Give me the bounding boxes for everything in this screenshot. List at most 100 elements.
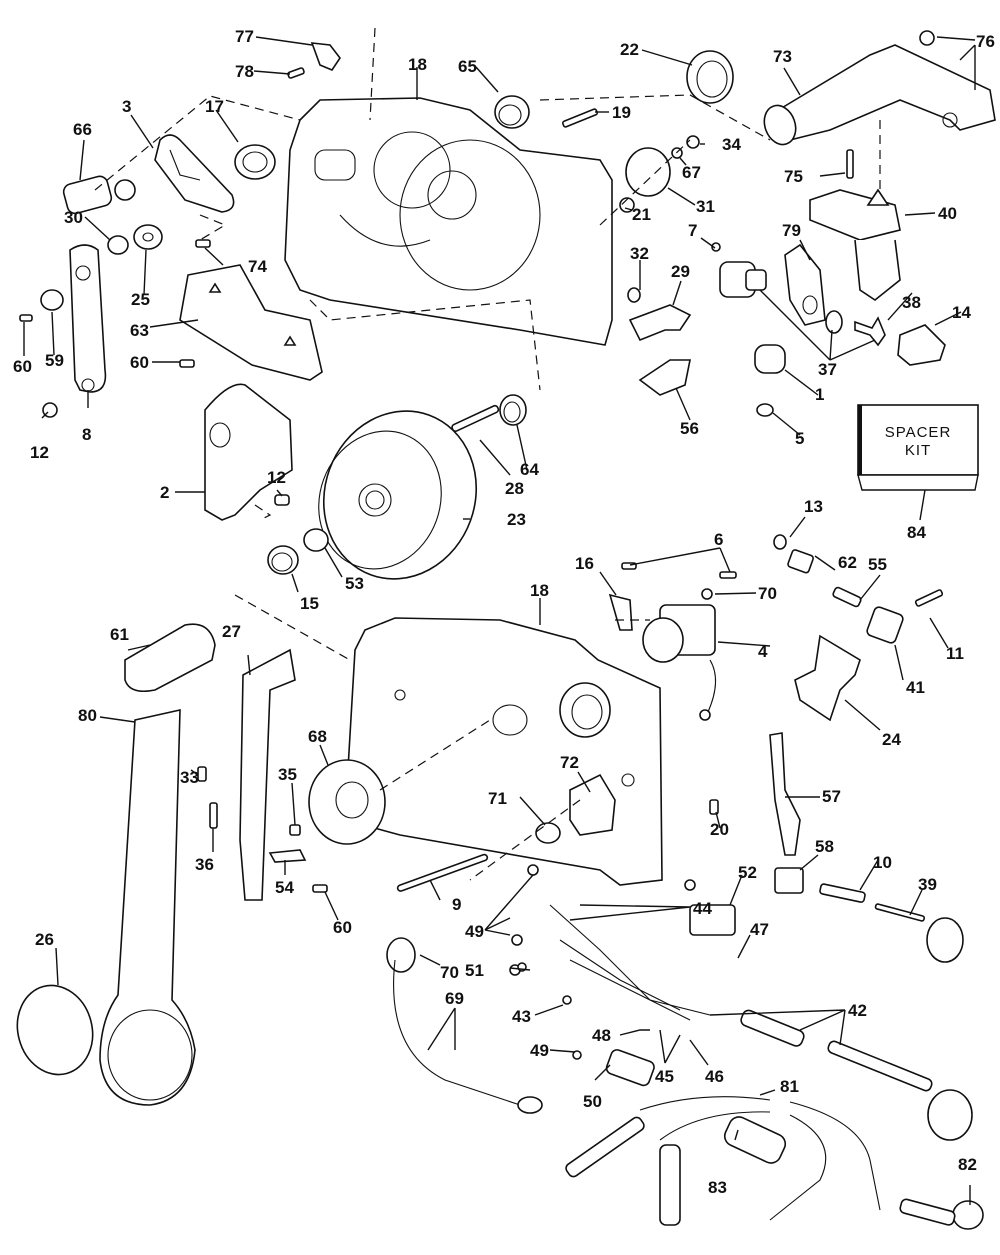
terminal-82 <box>899 1198 984 1230</box>
spacer-kit-line1: SPACER <box>885 424 952 441</box>
callout-70-a: 70 <box>758 584 777 603</box>
callout-11: 11 <box>946 644 964 663</box>
screw-60-b <box>179 359 195 368</box>
cam-plate-3 <box>154 134 235 213</box>
callout-60-c: 60 <box>333 918 352 937</box>
callout-20: 20 <box>710 820 729 839</box>
callout-15: 15 <box>300 594 319 613</box>
callout-47: 47 <box>750 920 769 939</box>
callout-49-b: 49 <box>530 1041 549 1060</box>
cover-plate-63 <box>179 264 323 381</box>
lever-block-58 <box>774 867 804 894</box>
callout-84: 84 <box>907 523 926 542</box>
callout-70-b: 70 <box>440 963 459 982</box>
screw-11 <box>914 589 944 607</box>
callout-48: 48 <box>592 1026 611 1045</box>
boot-72 <box>569 773 616 836</box>
callout-9: 9 <box>452 895 461 914</box>
callout-26: 26 <box>35 930 54 949</box>
callout-24: 24 <box>882 730 901 749</box>
callout-82: 82 <box>958 1155 977 1174</box>
spring-55 <box>832 586 862 608</box>
harness-plug-42 <box>740 1009 973 1141</box>
nut-76 <box>919 30 935 46</box>
callout-41: 41 <box>906 678 925 697</box>
callout-64: 64 <box>520 460 539 479</box>
callout-25: 25 <box>131 290 150 309</box>
retaining-ring-64 <box>499 394 527 426</box>
callout-44: 44 <box>693 899 712 918</box>
callout-labels: 77 78 18 65 22 73 76 3 17 19 66 34 67 75… <box>13 27 995 1197</box>
callout-62: 62 <box>838 553 857 572</box>
detent-block-41 <box>866 606 904 644</box>
callout-21: 21 <box>632 205 651 224</box>
screw-6 <box>621 562 737 579</box>
lever-57 <box>769 732 801 856</box>
screw-28 <box>451 404 500 433</box>
callout-78: 78 <box>235 62 254 81</box>
neutral-lock-slide-27 <box>239 648 296 901</box>
switch-bracket-79 <box>784 243 826 326</box>
callout-46: 46 <box>705 1067 724 1086</box>
washer-25 <box>133 224 163 250</box>
callout-10: 10 <box>873 853 892 872</box>
alignment-lines <box>94 27 881 881</box>
callout-16: 16 <box>575 554 594 573</box>
callout-83: 83 <box>708 1178 727 1197</box>
callout-8: 8 <box>82 425 91 444</box>
clip-5 <box>756 403 774 417</box>
callout-23: 23 <box>507 510 526 529</box>
key-38 <box>854 316 886 347</box>
spacer-kit-line2: KIT <box>905 442 931 459</box>
callout-75: 75 <box>784 167 803 186</box>
callout-60-b: 60 <box>130 353 149 372</box>
callout-19: 19 <box>612 103 631 122</box>
callout-5: 5 <box>795 429 804 448</box>
spring-36 <box>209 802 218 829</box>
retainer-plate-24 <box>794 634 861 722</box>
callout-77: 77 <box>235 27 254 46</box>
bushing-21 <box>619 197 635 213</box>
callout-2: 2 <box>160 483 169 502</box>
callout-49-a: 49 <box>465 922 484 941</box>
front-control-housing <box>344 617 663 886</box>
callout-14: 14 <box>952 303 971 322</box>
roller-13 <box>773 534 787 550</box>
callout-12-b: 12 <box>267 468 286 487</box>
mounting-bracket-40 <box>809 188 901 301</box>
callout-52: 52 <box>738 863 757 882</box>
callout-61: 61 <box>110 625 129 644</box>
detent-29 <box>628 304 692 342</box>
link-8 <box>69 244 107 393</box>
retaining-ring-65 <box>494 95 530 129</box>
callout-58: 58 <box>815 837 834 856</box>
wire-harness <box>509 864 711 1060</box>
screw-75 <box>846 149 854 179</box>
fast-idle-knob-39 <box>874 903 964 963</box>
nut-37 <box>825 310 843 334</box>
battery-cable-81 <box>565 1096 881 1226</box>
callout-4: 4 <box>758 642 768 661</box>
callout-38: 38 <box>902 293 921 312</box>
leader-lines <box>23 36 976 1205</box>
callout-17: 17 <box>205 97 224 116</box>
callout-40: 40 <box>938 204 957 223</box>
callout-59: 59 <box>45 351 64 370</box>
callout-55: 55 <box>868 555 887 574</box>
callout-45: 45 <box>655 1067 674 1086</box>
screw-20 <box>709 799 719 815</box>
plunger-62 <box>787 549 814 574</box>
callout-22: 22 <box>620 40 639 59</box>
callout-67: 67 <box>682 163 701 182</box>
spring-32 <box>627 287 641 303</box>
callout-29: 29 <box>671 262 690 281</box>
callout-63: 63 <box>130 321 149 340</box>
screw-74 <box>195 239 211 248</box>
callout-72: 72 <box>560 753 579 772</box>
nut-71 <box>535 822 561 844</box>
callout-53: 53 <box>345 574 364 593</box>
callout-71: 71 <box>488 789 507 808</box>
callout-31: 31 <box>696 197 715 216</box>
plug-31 <box>625 147 671 197</box>
gear-23 <box>318 410 478 580</box>
